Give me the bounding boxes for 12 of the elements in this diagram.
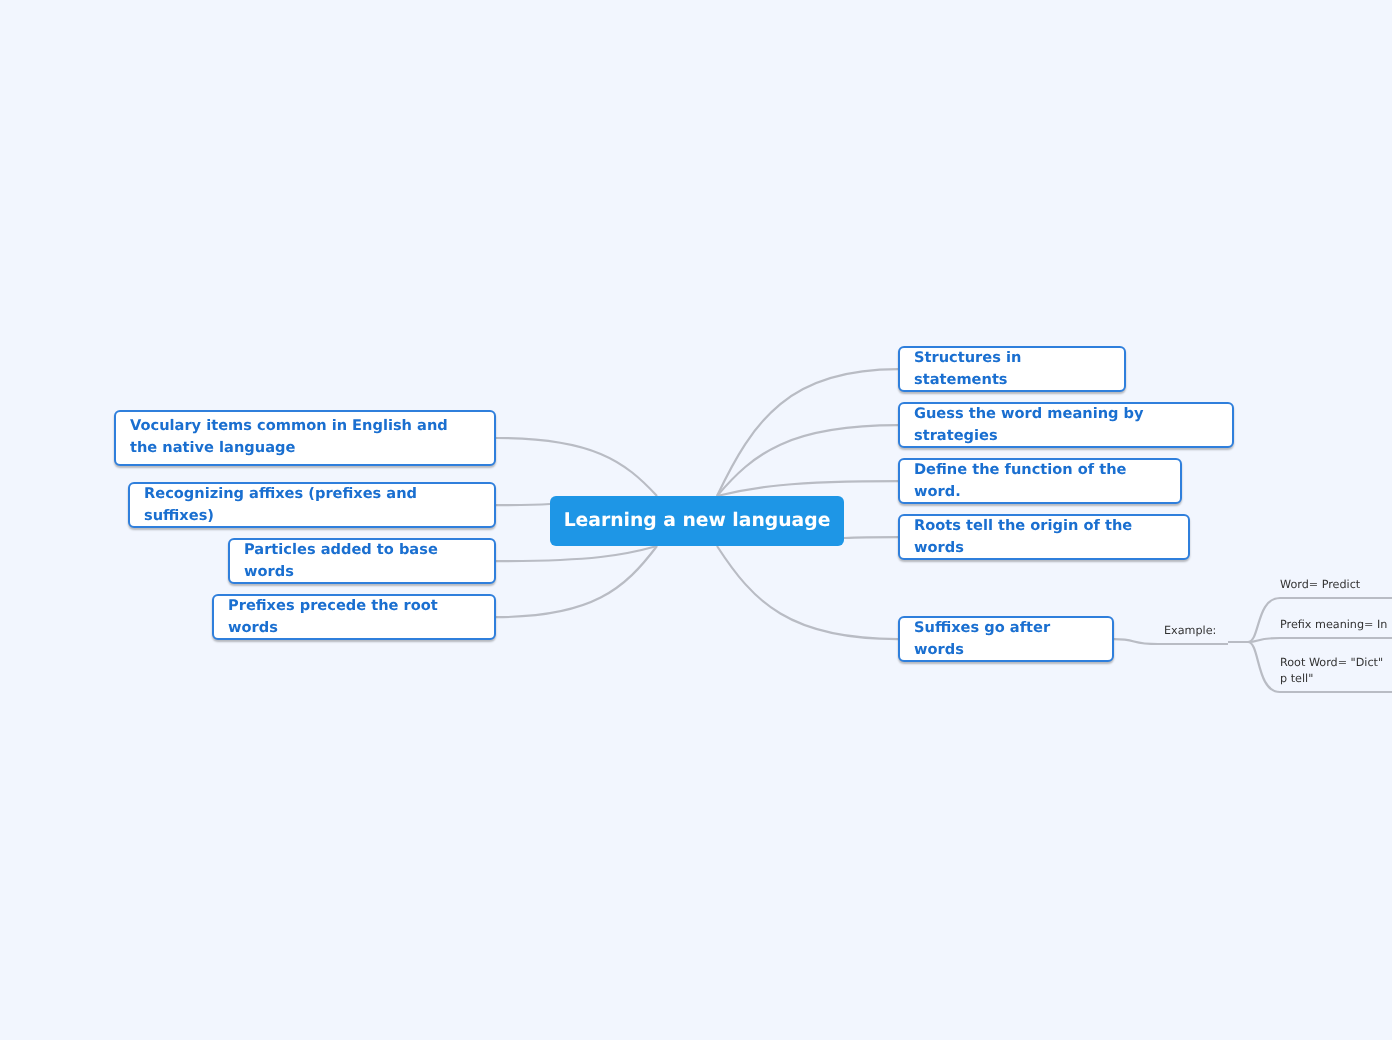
connector-line [495, 545, 658, 619]
connector-line [496, 544, 658, 563]
central-topic-box: Learning a new language [550, 496, 844, 546]
connector-line [716, 368, 899, 497]
connector-line [495, 436, 658, 497]
connector-line [843, 536, 898, 540]
connector-line [1114, 638, 1228, 646]
connector-line [716, 545, 899, 641]
connector-line [496, 502, 551, 507]
connector-line [716, 480, 898, 498]
connector-line [716, 424, 899, 497]
connector-line [1228, 640, 1392, 694]
